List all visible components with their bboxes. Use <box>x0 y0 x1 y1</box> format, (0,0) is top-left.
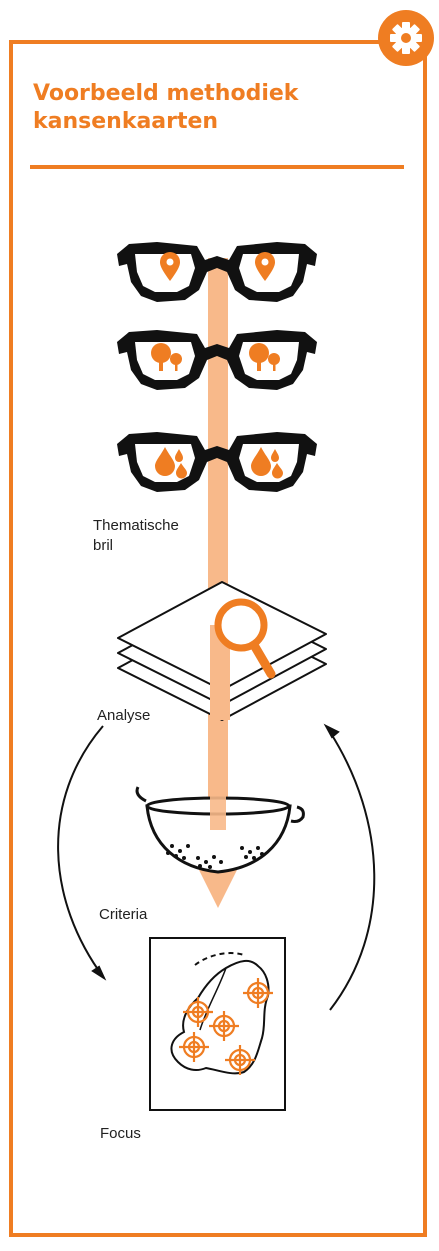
label-criteria: Criteria <box>99 905 147 925</box>
colander-icon <box>137 787 303 872</box>
feedback-arrow-left <box>58 726 104 978</box>
label-thematic-line-2: bril <box>93 536 179 556</box>
layered-sheets-icon <box>118 582 326 720</box>
label-analyse: Analyse <box>97 706 150 726</box>
map-target-icon <box>150 938 285 1110</box>
label-thematic-line-1: Thematische <box>93 516 179 536</box>
label-focus: Focus <box>100 1124 141 1144</box>
feedback-arrow-right <box>326 726 374 1010</box>
label-thematic-glasses: Thematische bril <box>93 516 179 556</box>
